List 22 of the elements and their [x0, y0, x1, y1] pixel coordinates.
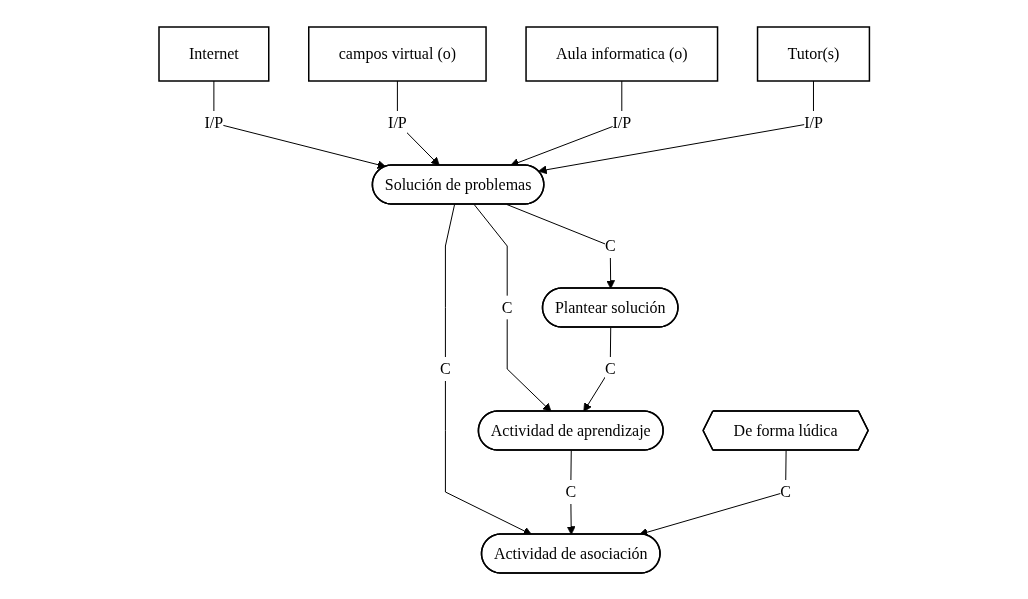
edge-label: C — [565, 482, 576, 500]
node-box: Aula informatica (o) — [525, 25, 719, 82]
arrow — [213, 80, 386, 169]
edge-label: I/P — [612, 113, 631, 131]
arrow — [444, 203, 532, 535]
edge-label: C — [780, 482, 791, 500]
arrow — [583, 326, 611, 412]
edge-label: C — [439, 359, 451, 377]
arrow — [473, 203, 552, 412]
edge-label: C — [501, 298, 513, 315]
edge-label: I/P — [803, 113, 823, 131]
edge-label: I/P — [204, 113, 223, 131]
arrow — [537, 80, 814, 174]
edge-label: C — [604, 236, 616, 254]
edge-label: I/P — [387, 113, 407, 131]
arrow — [566, 449, 576, 535]
arrow — [396, 80, 440, 166]
edge-label: C — [604, 359, 616, 377]
node-box: campos virtual (o) — [307, 25, 487, 82]
node-box: Tutor(s) — [756, 25, 870, 82]
node-box: Internet — [158, 25, 270, 82]
arrow — [506, 203, 615, 289]
